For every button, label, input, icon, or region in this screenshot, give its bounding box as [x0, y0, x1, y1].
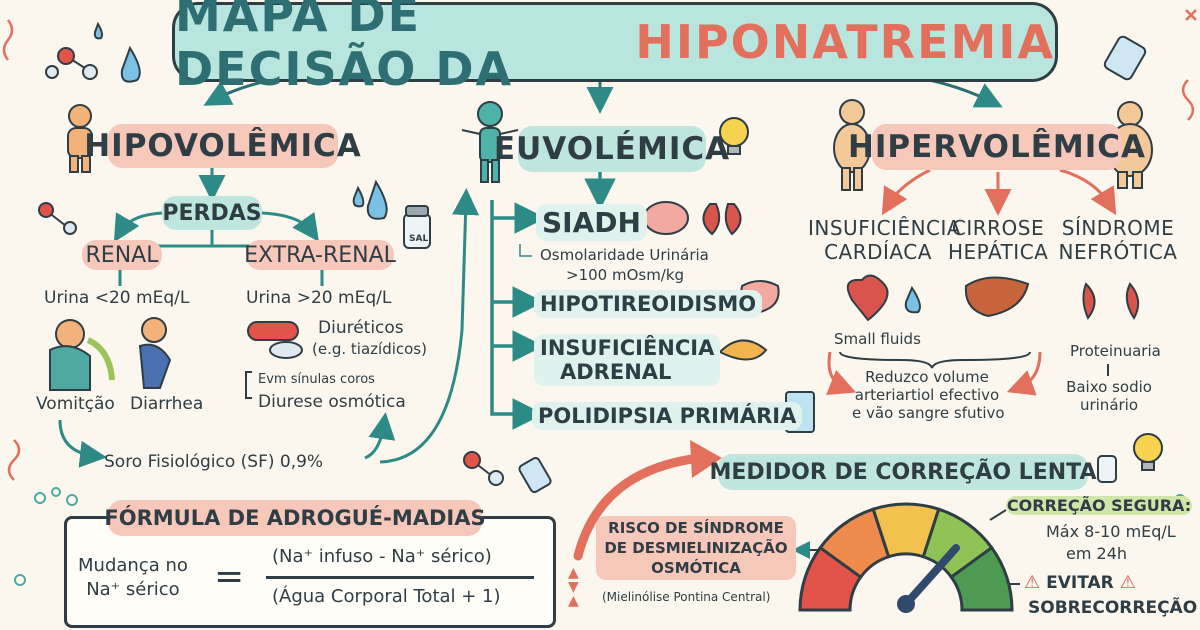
- hyper-nephrotic-line2: NEFRÓTICA: [1058, 240, 1178, 264]
- meter-arrow: [573, 453, 705, 561]
- hyper-reduced-line2: arteriartiol efectivo: [854, 386, 1000, 404]
- hypo-vomit: Vomitção: [36, 394, 115, 414]
- meter-safe-line2: em 24h: [1066, 544, 1128, 563]
- hyper-small-fluids: Small fluids: [834, 330, 921, 348]
- meter-risk-line2: DE DESMIELINIZAÇÃO: [604, 539, 788, 557]
- meter-avoid: ⚠ EVITAR ⚠: [1024, 572, 1136, 593]
- triangle-doodle-icon: ▲▼▲: [568, 565, 579, 609]
- formula-equals: =: [214, 556, 245, 597]
- euvo-adrenal-line1: INSUFICIÊNCIA: [540, 336, 715, 360]
- hypo-urine-low: Urina <20 mEq/L: [44, 288, 190, 308]
- hypo-person-icon: [67, 104, 93, 173]
- hyper-cirrhosis: CIRROSE HEPÁTICA: [948, 216, 1048, 264]
- hyper-reduced-line1: Reduzco volume: [865, 368, 989, 386]
- hyper-heading: HIPERVOLÊMICA: [848, 124, 1145, 170]
- hyper-nephrotic: SÍNDROME NEFRÓTICA: [1058, 216, 1178, 264]
- salt-label: SAL: [409, 234, 429, 244]
- meter-safe-line1: Máx 8-10 mEq/L: [1046, 522, 1176, 541]
- hyper-cardiac-line1: INSUFICIÊNCIA: [808, 216, 962, 240]
- hypo-to-euvo-arrow: [379, 188, 480, 464]
- gauge: [798, 502, 1014, 612]
- hyper-brace: [839, 351, 1031, 369]
- hyper-nephrotic-line1: SÍNDROME: [1061, 216, 1175, 240]
- organ-icons: [643, 201, 1140, 433]
- meter-risk-note: (Mielinólise Pontina Central): [602, 590, 771, 604]
- hypo-renal: RENAL: [82, 240, 162, 270]
- euvo-tree: [490, 172, 616, 430]
- euvo-adrenal: INSUFICIÊNCIA ADRENAL: [534, 334, 721, 386]
- meter-safe-title: CORREÇÃO SEGURA:: [1006, 496, 1192, 515]
- meter-risk-line3: OSMÓTICA: [651, 559, 741, 577]
- meter-avoid-line2: SOBRECORREÇÃO: [1028, 598, 1198, 618]
- hypo-osmotic: Diurese osmótica: [258, 392, 406, 412]
- molecule-icons: [38, 47, 504, 486]
- hypo-saline: Soro Fisiológico (SF) 0,9%: [104, 452, 324, 472]
- meter-risk: RISCO DE SÍNDROME DE DESMIELINIZAÇÃO OSM…: [596, 516, 796, 580]
- formula-lhs-line2: Na⁺ sérico: [86, 579, 180, 600]
- hyper-cirrhosis-line1: CIRROSE: [951, 216, 1045, 240]
- formula-lhs-line1: Mudança no: [78, 555, 188, 576]
- hyper-tree: [826, 168, 1117, 396]
- hypo-diuretics-eg: (e.g. tiazídicos): [312, 340, 427, 358]
- meter-risk-line1: RISCO DE SÍNDROME: [608, 519, 784, 537]
- hypo-heading: HIPOVOLÊMICA: [84, 124, 361, 168]
- page-title: MAPA DE DECISÃO DA HIPONATREMIA: [172, 0, 1058, 96]
- formula-numerator: (Na⁺ infuso - Na⁺ sérico): [272, 546, 492, 567]
- meter-avoid-line1: EVITAR: [1046, 572, 1114, 593]
- euvo-osm-1: Osmolaridade Urinária: [540, 246, 709, 264]
- euvo-siadh: SIADH: [536, 204, 647, 241]
- euvo-heading: EUVOLÉMICA: [494, 126, 729, 172]
- euvo-person-icon: [461, 101, 519, 183]
- warning-icon-2: ⚠: [1119, 572, 1136, 593]
- decorative-doodles: [2, 9, 1197, 481]
- meter-title: MEDIDOR DE CORREÇÃO LENTA: [710, 454, 1096, 490]
- hypo-small-note: Evm sínulas coros: [258, 372, 375, 387]
- title-part-1: MAPA DE DECISÃO DA: [175, 0, 514, 96]
- hyper-proteinuria: Proteinuaria: [1070, 342, 1161, 360]
- safe-arrow: [989, 509, 1007, 521]
- lightbulb-icons: [719, 117, 1163, 471]
- euvo-hypothyroid: HIPOTIREOIDISMO: [534, 290, 763, 318]
- formula-fraction-line: [266, 576, 534, 579]
- hyper-low-sodium-line2: urinário: [1079, 396, 1139, 414]
- hypo-diuretics: Diuréticos: [318, 318, 404, 338]
- hyper-reduced: Reduzco volume arteriartiol efectivo e v…: [852, 368, 1005, 422]
- hypo-urine-high: Urina >20 mEq/L: [246, 288, 392, 308]
- hyper-cardiac-line2: CARDÍACA: [824, 240, 932, 264]
- euvo-osm-2: >100 mOsm/kg: [566, 266, 685, 284]
- hyper-cirrhosis-line2: HEPÁTICA: [948, 240, 1049, 264]
- hyper-reduced-line3: e vão sangre sfutivo: [852, 404, 1005, 422]
- salt-shaker-icons: [403, 35, 1147, 494]
- gauge-needle: [902, 544, 960, 608]
- gauge-segment: [949, 545, 1014, 612]
- hyper-cardiac: INSUFICIÊNCIA CARDÍACA: [808, 216, 962, 264]
- euvo-polydipsia: POLIDIPSIA PRIMÁRIA: [532, 402, 803, 430]
- water-drop-icons: [93, 21, 921, 314]
- small-bracket: [245, 371, 252, 399]
- hyper-low-sodium: Baixo sodio urinário: [1062, 378, 1156, 414]
- warning-icon: ⚠: [1024, 572, 1041, 593]
- hyper-low-sodium-line1: Baixo sodio: [1066, 378, 1152, 396]
- formula-title: FÓRMULA DE ADROGUÉ-MADIAS: [104, 500, 486, 536]
- hypo-extra-renal: EXTRA-RENAL: [244, 240, 396, 270]
- formula-lhs: Mudança no Na⁺ sérico: [78, 554, 188, 602]
- title-part-2: HIPONATREMIA: [635, 15, 1055, 69]
- hypo-losses: PERDAS: [162, 196, 262, 230]
- euvo-adrenal-line2: ADRENAL: [560, 360, 672, 384]
- hypo-illustrations: [49, 317, 303, 391]
- hypo-diarrhea: Diarrhea: [130, 394, 204, 414]
- formula-denominator: (Água Corporal Total + 1): [272, 586, 501, 607]
